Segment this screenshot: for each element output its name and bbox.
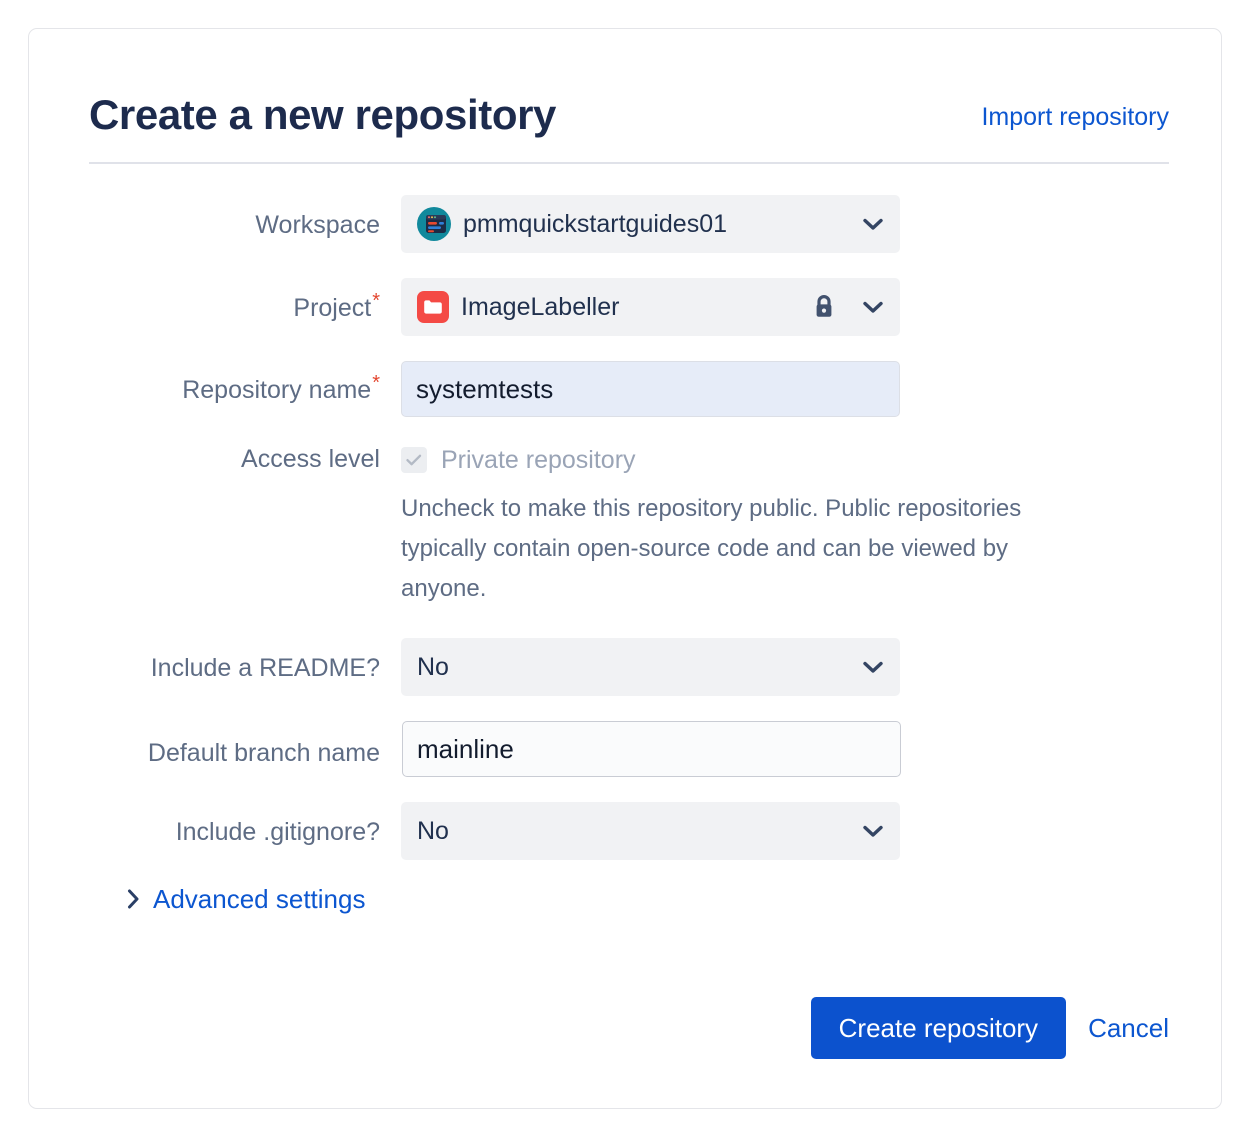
include-readme-select[interactable]: No [401,638,900,696]
include-gitignore-field: No [401,802,1221,860]
repository-name-input[interactable] [401,361,900,417]
create-repository-button[interactable]: Create repository [810,997,1067,1059]
form-actions: Create repository Cancel [810,997,1169,1059]
card-header: Create a new repository Import repositor… [89,89,1169,189]
default-branch-name-label: Default branch name [147,739,380,767]
repository-name-field [401,361,1221,417]
workspace-field: pmmquickstartguides01 [401,195,1221,253]
form-row-workspace: Workspace [29,195,1221,253]
repository-name-label-text: Repository name [182,376,372,404]
chevron-down-icon [862,218,884,231]
chevron-down-icon [862,301,884,314]
lock-icon [812,293,836,321]
default-branch-name-input[interactable] [402,721,901,777]
private-repository-label: Private repository [441,446,636,474]
workspace-avatar-icon [417,207,451,241]
header-divider [89,162,1169,164]
advanced-settings-toggle[interactable]: Advanced settings [127,883,365,915]
chevron-right-icon [127,889,140,909]
include-readme-label: Include a README? [150,654,380,682]
chevron-down-icon [862,661,884,674]
form-row-include-gitignore: Include .gitignore? No [29,802,1221,860]
access-level-help-text: Uncheck to make this repository public. … [401,495,1022,602]
form-row-include-readme: Include a README? No [29,638,1221,696]
workspace-label: Workspace [255,211,380,239]
workspace-select[interactable]: pmmquickstartguides01 [401,195,900,253]
access-level-field: Private repository Uncheck to make this … [401,443,1221,609]
default-branch-name-field [402,721,1221,777]
page-title: Create a new repository [89,91,556,138]
access-level-label: Access level [241,445,380,473]
project-folder-icon [417,291,449,323]
cancel-button[interactable]: Cancel [1088,1012,1169,1043]
repository-name-label: Repository name* [29,361,401,406]
form-row-access-level: Access level Private repository Uncheck … [29,443,1221,609]
advanced-settings-label: Advanced settings [153,884,366,914]
include-gitignore-select[interactable]: No [401,802,900,860]
form-row-project: Project* ImageLabeller [29,278,1221,336]
chevron-down-icon [862,825,884,838]
repository-name-required-asterisk: * [372,371,380,394]
project-select[interactable]: ImageLabeller [401,278,900,336]
project-required-asterisk: * [372,289,380,312]
project-label: Project* [29,278,401,324]
include-readme-value: No [417,653,449,681]
include-gitignore-label: Include .gitignore? [175,818,380,846]
workspace-value: pmmquickstartguides01 [463,210,728,238]
private-repository-checkbox-row[interactable]: Private repository [401,443,1221,477]
project-value: ImageLabeller [461,293,620,321]
import-repository-link[interactable]: Import repository [981,103,1169,131]
include-gitignore-value: No [417,817,449,845]
project-field: ImageLabeller [401,278,1221,336]
private-repository-checkbox[interactable] [401,447,427,473]
create-repository-card: Create a new repository Import repositor… [28,28,1222,1109]
project-label-text: Project [293,294,372,322]
form-row-repository-name: Repository name* [29,361,1221,417]
form-row-advanced-settings: Advanced settings [29,883,1221,915]
form-row-default-branch-name: Default branch name [29,721,1221,777]
check-icon [406,454,422,466]
include-readme-field: No [401,638,1221,696]
create-repository-form: Workspace [29,189,1221,915]
